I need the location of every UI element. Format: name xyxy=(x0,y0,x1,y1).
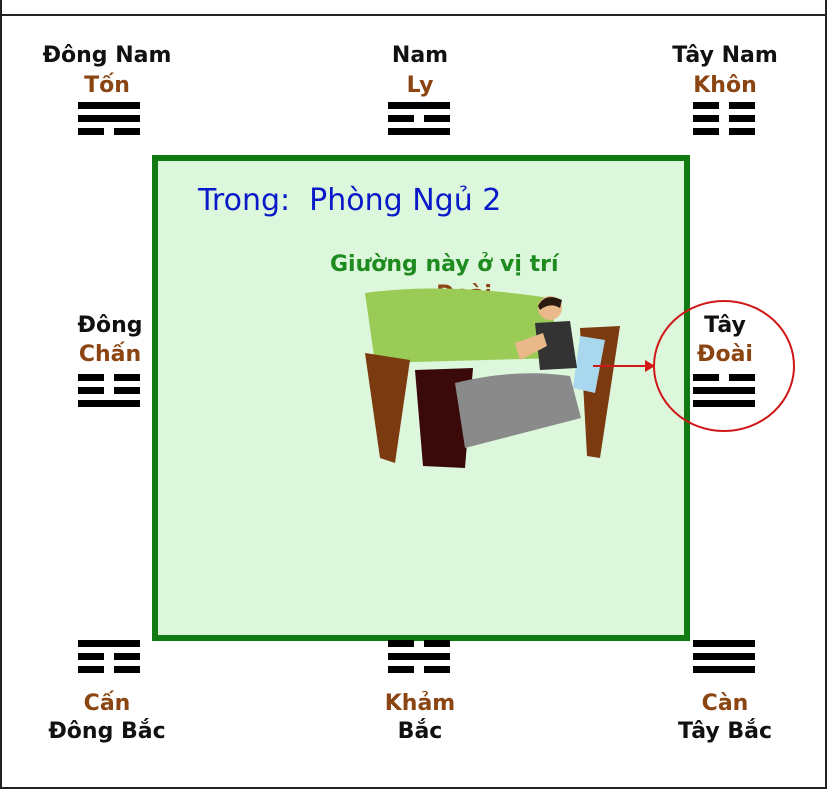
trigram-segment xyxy=(78,387,104,394)
trigram-line-solid xyxy=(388,653,450,660)
trigram-northeast xyxy=(78,640,140,679)
trigram-segment xyxy=(729,115,755,122)
trigram-segment xyxy=(729,102,755,109)
trigram-segment xyxy=(424,640,450,647)
direction-south: Nam xyxy=(335,42,505,70)
trigram-line-solid xyxy=(693,666,755,673)
trigram-segment xyxy=(693,102,719,109)
trigram-line-solid xyxy=(388,128,450,135)
trigram-line-broken xyxy=(388,640,450,647)
trigram-segment xyxy=(388,128,450,135)
trigram-line-solid xyxy=(693,387,755,394)
trigram-line-solid xyxy=(78,640,140,647)
trigram-segment xyxy=(114,387,140,394)
trigram-segment xyxy=(78,115,140,122)
trigram-segment xyxy=(78,128,104,135)
direction-northwest: Tây Bắc xyxy=(640,718,810,746)
trigram-segment xyxy=(78,666,104,673)
direction-west: Tây xyxy=(645,312,805,340)
trigram-line-solid xyxy=(78,400,140,407)
trigram-line-broken xyxy=(78,387,140,394)
trigram-line-broken xyxy=(693,115,755,122)
trigram-segment xyxy=(693,115,719,122)
trigram-segment xyxy=(729,128,755,135)
trigram-segment xyxy=(693,400,755,407)
trigram-segment xyxy=(388,102,450,109)
trigram-line-broken xyxy=(78,653,140,660)
direction-east: Đông xyxy=(30,312,190,340)
trigram-line-broken xyxy=(388,666,450,673)
trigram-segment xyxy=(78,653,104,660)
trigram-east xyxy=(78,374,140,413)
direction-southwest: Tây Nam xyxy=(640,42,810,70)
trigram-segment xyxy=(114,666,140,673)
trigram-segment xyxy=(693,128,719,135)
trigram-line-solid xyxy=(388,102,450,109)
bed-position-text: Giường này ở vị trí xyxy=(330,252,559,277)
trigram-segment xyxy=(388,653,450,660)
trigram-south xyxy=(388,102,450,141)
trigram-segment xyxy=(693,653,755,660)
trigram-line-solid xyxy=(693,653,755,660)
bed-frame-left xyxy=(365,353,410,463)
room-label: Trong: Phòng Ngủ 2 xyxy=(198,183,501,218)
trigram-segment xyxy=(78,400,140,407)
trigram-line-broken xyxy=(693,102,755,109)
trigram-line-broken xyxy=(693,374,755,381)
trigram-southwest xyxy=(693,102,755,141)
trigram-segment xyxy=(388,640,414,647)
trigram-segment xyxy=(114,128,140,135)
trigram-line-solid xyxy=(693,400,755,407)
trigram-name-southwest: Khôn xyxy=(640,72,810,100)
trigram-name-west: Đoài xyxy=(645,341,805,369)
trigram-segment xyxy=(424,666,450,673)
trigram-line-broken xyxy=(78,666,140,673)
trigram-segment xyxy=(388,666,414,673)
trigram-line-broken xyxy=(78,374,140,381)
trigram-segment xyxy=(114,374,140,381)
direction-southeast: Đông Nam xyxy=(22,42,192,70)
trigram-segment xyxy=(114,653,140,660)
trigram-segment xyxy=(424,115,450,122)
sheet xyxy=(455,373,581,448)
trigram-segment xyxy=(693,640,755,647)
trigram-segment xyxy=(693,374,719,381)
trigram-segment xyxy=(388,115,414,122)
trigram-name-northeast: Cấn xyxy=(22,690,192,718)
trigram-line-broken xyxy=(693,128,755,135)
trigram-southeast xyxy=(78,102,140,141)
trigram-line-solid xyxy=(693,640,755,647)
trigram-west xyxy=(693,374,755,413)
trigram-north xyxy=(388,640,450,679)
trigram-line-solid xyxy=(78,115,140,122)
trigram-name-east: Chấn xyxy=(30,341,190,369)
trigram-segment xyxy=(729,374,755,381)
trigram-line-broken xyxy=(78,128,140,135)
trigram-name-southeast: Tốn xyxy=(22,72,192,100)
trigram-segment xyxy=(693,387,755,394)
trigram-name-northwest: Càn xyxy=(640,690,810,718)
trigram-northwest xyxy=(693,640,755,679)
trigram-segment xyxy=(78,374,104,381)
direction-northeast: Đông Bắc xyxy=(22,718,192,746)
trigram-name-south: Ly xyxy=(335,72,505,100)
trigram-segment xyxy=(78,640,140,647)
trigram-segment xyxy=(693,666,755,673)
trigram-name-north: Khảm xyxy=(335,690,505,718)
direction-north: Bắc xyxy=(335,718,505,746)
trigram-line-broken xyxy=(388,115,450,122)
trigram-line-solid xyxy=(78,102,140,109)
trigram-segment xyxy=(78,102,140,109)
